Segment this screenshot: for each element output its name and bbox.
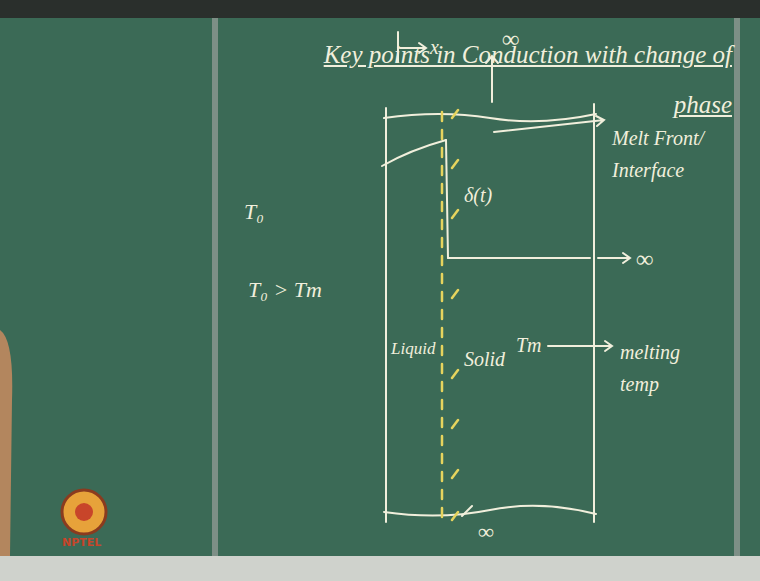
symbol-label: δ(t) (464, 184, 492, 206)
watermark: NPTEL (62, 537, 101, 549)
axis-label: x (430, 36, 439, 58)
panel-divider (212, 18, 218, 556)
interface-drop (446, 140, 448, 258)
slab-right-edge (593, 104, 595, 522)
infinity-label: ∞ (502, 26, 519, 52)
melt-front-pointer (494, 116, 604, 132)
slab-bottom-edge (384, 506, 596, 516)
region-label: Liquid (391, 340, 435, 359)
infinity-label: ∞ (636, 246, 653, 272)
board-frame (0, 0, 760, 18)
right-arrow (598, 253, 630, 263)
panel-divider (734, 18, 740, 556)
region-label: Solid (464, 348, 505, 370)
tm-pointer (548, 341, 612, 351)
bottom-stroke (462, 506, 472, 516)
condition-note: T₀ > Tm (248, 278, 322, 302)
slab-top-edge (384, 114, 596, 121)
slab-left-edge (385, 108, 387, 522)
solid-temperature-line (448, 257, 590, 259)
temperature-label: T₀ (244, 200, 264, 224)
lecturer-arm (0, 330, 12, 556)
infinity-label: ∞ (478, 520, 494, 544)
annotation: melting temp (620, 336, 704, 400)
liquid-temperature-curve (382, 140, 446, 166)
temperature-label: Tm (516, 334, 542, 356)
interface-dashes (442, 110, 458, 522)
annotation: Melt Front/ Interface (612, 122, 722, 186)
board-ledge (0, 556, 760, 581)
nptel-logo (62, 490, 106, 534)
